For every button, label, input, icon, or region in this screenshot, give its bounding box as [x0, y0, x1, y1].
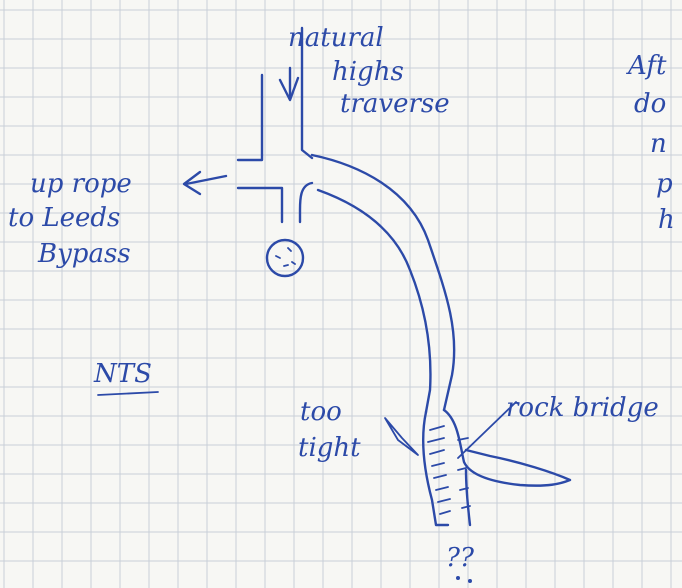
label-rock-bridge: rock bridge [506, 393, 659, 423]
label-natural: natural [288, 23, 384, 53]
label-nts: NTS [93, 359, 152, 389]
label-too: too [300, 397, 342, 427]
label-traverse: traverse [340, 89, 450, 119]
label-tight: tight [298, 433, 361, 463]
margin-note-line-3: n [650, 129, 667, 159]
label-to-leeds: to Leeds [8, 203, 120, 233]
margin-note-line-4: p [656, 169, 673, 199]
label-bypass: Bypass [37, 239, 131, 269]
label-up-rope: up rope [30, 169, 132, 199]
label-unknown: ?? [446, 543, 475, 573]
margin-note-line-1: Aft [626, 51, 667, 81]
rock-bridge-hatching [428, 426, 470, 514]
margin-note-line-5: h [658, 205, 675, 235]
continuation-dots [456, 576, 472, 583]
arrow-down-into-passage [280, 68, 298, 100]
arrow-left-to-rope [184, 172, 226, 194]
margin-note-line-2: do [634, 89, 666, 119]
label-highs: highs [332, 57, 404, 87]
